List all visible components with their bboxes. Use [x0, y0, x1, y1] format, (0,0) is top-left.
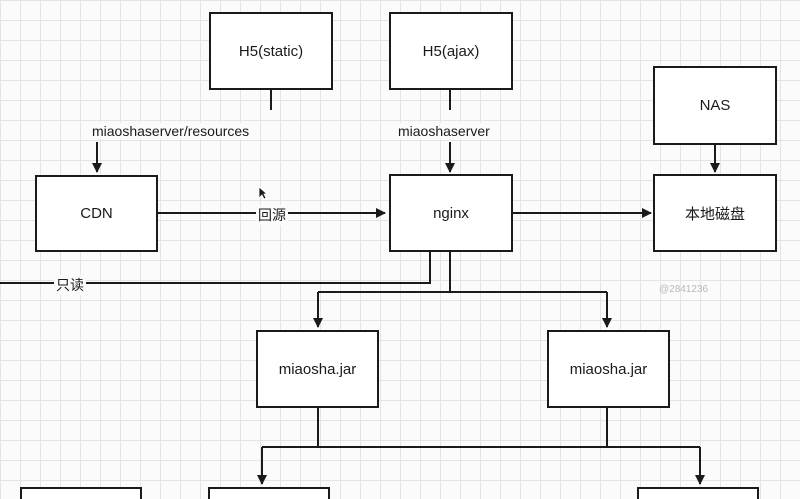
- local-disk-node[interactable]: 本地磁盘: [653, 174, 777, 252]
- lower-node-3[interactable]: [637, 487, 759, 499]
- h5-ajax-node[interactable]: H5(ajax): [389, 12, 513, 90]
- lower-node-2[interactable]: [208, 487, 330, 499]
- jar-left-node[interactable]: miaosha.jar: [256, 330, 379, 408]
- jar-left-label: miaosha.jar: [278, 360, 357, 378]
- h5-static-node[interactable]: H5(static): [209, 12, 333, 90]
- edge-readonly: [0, 252, 431, 284]
- nas-label: NAS: [699, 97, 731, 114]
- nas-node[interactable]: NAS: [653, 66, 777, 145]
- ajax-to-nginx-label: miaoshaserver: [396, 123, 492, 139]
- nginx-node[interactable]: nginx: [389, 174, 513, 252]
- static-to-cdn-label: miaoshaserver/resources: [90, 123, 252, 139]
- nginx-label: nginx: [433, 204, 469, 222]
- cdn-label: CDN: [80, 205, 113, 222]
- jar-right-label: miaosha.jar: [569, 360, 648, 378]
- cdn-to-nginx-label: 回源: [256, 205, 288, 225]
- cdn-node[interactable]: CDN: [35, 175, 158, 252]
- watermark: @2841236: [659, 284, 709, 295]
- readonly-label: 只读: [54, 275, 86, 295]
- h5-static-label: H5(static): [238, 42, 304, 60]
- local-disk-label: 本地磁盘: [684, 205, 745, 223]
- lower-node-1[interactable]: [20, 487, 142, 499]
- jar-right-node[interactable]: miaosha.jar: [547, 330, 670, 408]
- h5-ajax-label: H5(ajax): [422, 42, 480, 60]
- mouse-cursor-icon: [258, 186, 268, 200]
